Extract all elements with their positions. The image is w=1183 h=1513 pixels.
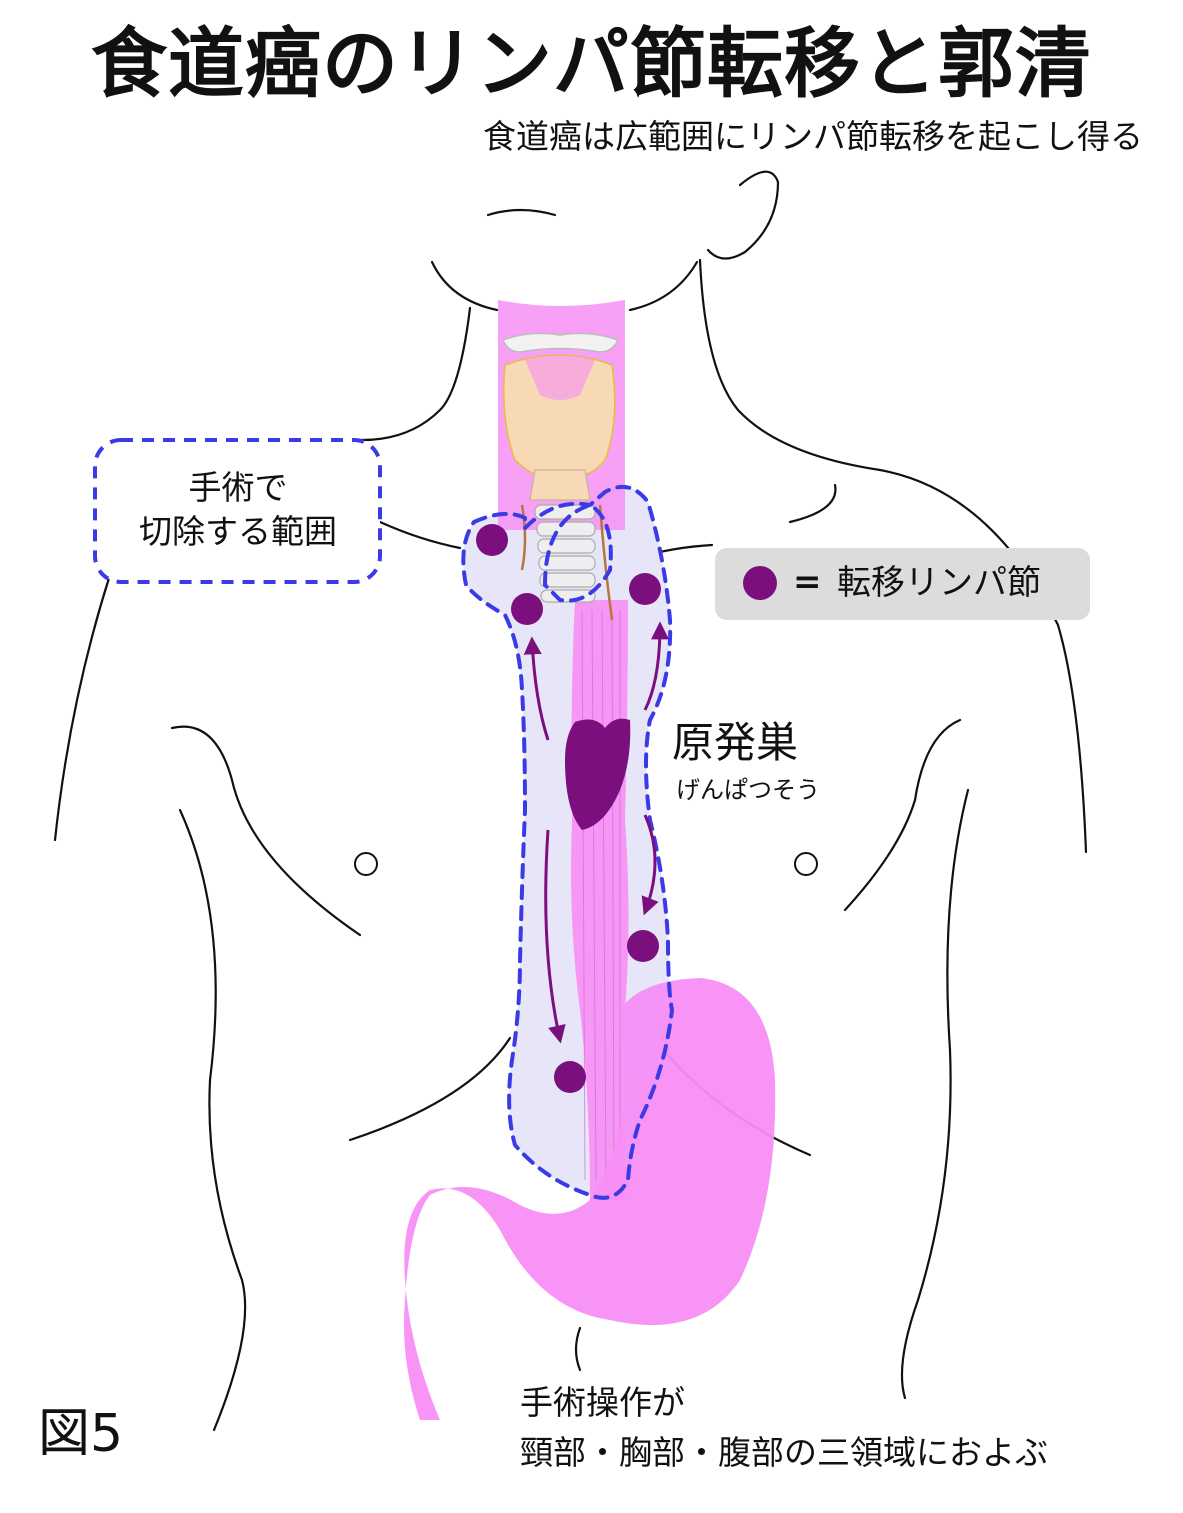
primary-tumor-label: 原発巣	[672, 718, 799, 767]
legend-equals: =	[793, 562, 822, 602]
esophagus-muscle-lines	[581, 609, 621, 1181]
stomach	[404, 978, 776, 1420]
surgery-note: 手術操作が 頸部・胸部・腹部の三領域におよぶ	[520, 1378, 1048, 1478]
surgery-note-line2: 頸部・胸部・腹部の三領域におよぶ	[520, 1433, 1048, 1472]
larynx-thyroid	[502, 332, 620, 621]
legend-label: 転移リンパ節	[837, 563, 1041, 603]
right-nipple	[794, 852, 818, 876]
primary-tumor-shape[interactable]	[565, 718, 631, 830]
subtitle: 食道癌は広範囲にリンパ節転移を起こし得る	[483, 117, 1143, 156]
page-title: 食道癌のリンパ節転移と郭清	[91, 19, 1092, 108]
node-cervical-left[interactable]	[476, 524, 508, 556]
node-upper-mediastinal-right[interactable]	[629, 573, 661, 605]
resection-border[interactable]	[461, 484, 674, 1200]
surgery-note-line1: 手術操作が	[520, 1383, 685, 1422]
arrow-down-right	[641, 814, 659, 916]
arrow-up-right	[643, 621, 669, 711]
figure-number: 図5	[38, 1404, 124, 1464]
arrow-up-left	[523, 636, 550, 741]
resection-label-box	[93, 438, 382, 584]
trachea	[534, 504, 596, 603]
node-upper-mediastinal-left[interactable]	[511, 593, 543, 625]
arrow-down-left	[544, 829, 566, 1044]
node-lower-mediastinal[interactable]	[627, 930, 659, 962]
legend-node-marker	[743, 566, 777, 600]
primary-tumor-reading: げんぱつそう	[676, 776, 820, 804]
spread-arrows	[523, 621, 669, 1044]
node-abdominal[interactable]	[554, 1061, 586, 1093]
metastatic-nodes	[476, 524, 661, 1093]
resection-label-line2: 切除する範囲	[139, 512, 337, 551]
resection-label-line1: 手術で	[188, 468, 288, 507]
legend: = 転移リンパ節	[715, 548, 1090, 620]
left-nipple	[354, 852, 378, 876]
